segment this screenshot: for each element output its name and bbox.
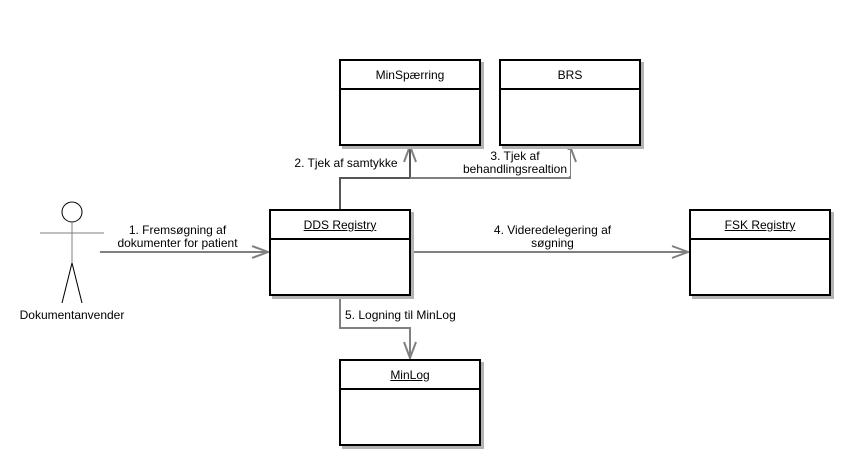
- actor-icon: [40, 201, 104, 304]
- message-5-arrow: [339, 296, 417, 361]
- message-4-label: 4. Videredelegering af søgning: [493, 223, 612, 250]
- message-1-arrow: [100, 245, 271, 259]
- object-label: DDS Registry: [303, 217, 377, 232]
- object-fsk-registry[interactable]: FSK Registry: [689, 209, 831, 296]
- object-label: BRS: [557, 67, 583, 82]
- object-minlog[interactable]: MinLog: [339, 359, 481, 446]
- object-label: MinSpærring: [375, 67, 445, 82]
- object-minspaerring[interactable]: MinSpærring: [339, 59, 481, 146]
- message-2-arrow: [339, 143, 417, 210]
- message-3-label: 3. Tjek af behandlingsrealtion: [460, 150, 570, 176]
- message-5-label: 5. Logning til MinLog: [345, 308, 456, 322]
- actor-label: Dokumentanvender: [19, 308, 125, 322]
- object-label: FSK Registry: [724, 217, 796, 232]
- message-1-label: 1. Fremsøgning af dokumenter for patient: [117, 223, 238, 250]
- object-brs[interactable]: BRS: [499, 59, 641, 146]
- message-4-arrow: [412, 245, 691, 259]
- message-2-label: 2. Tjek af samtykke: [294, 156, 398, 170]
- object-label: MinLog: [390, 367, 430, 382]
- object-dds-registry[interactable]: DDS Registry: [269, 209, 411, 296]
